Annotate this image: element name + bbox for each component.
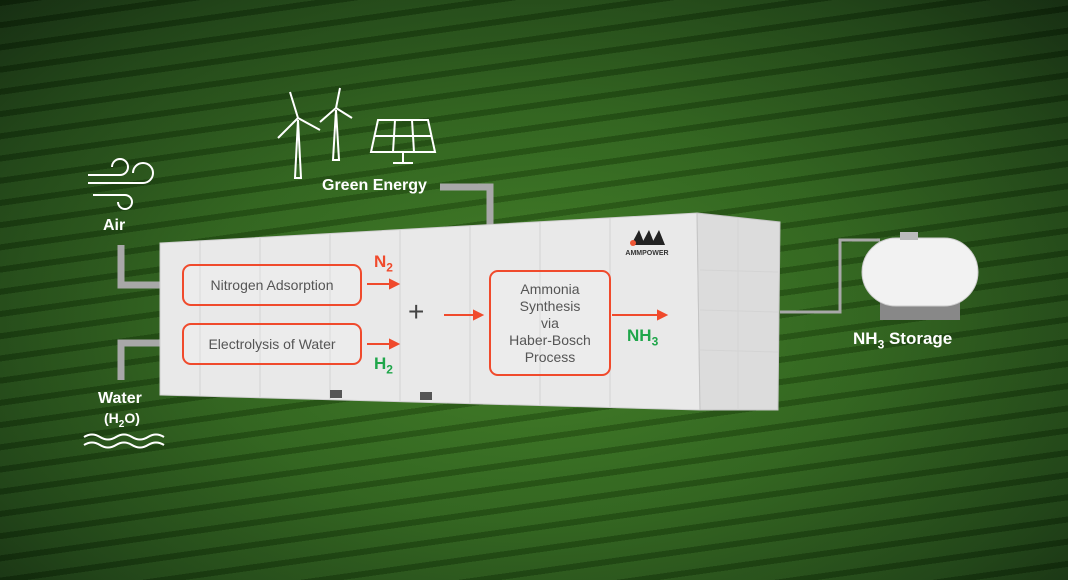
synthesis-line: via [541, 314, 559, 331]
synthesis-line: Haber-Bosch [509, 331, 591, 348]
energy-pipe [440, 183, 494, 230]
container [159, 212, 781, 411]
ammpower-logo: AMMPOWER [625, 230, 669, 257]
process-arrows [367, 278, 669, 350]
green-energy-label: Green Energy [322, 177, 427, 194]
wind-icon [88, 158, 154, 210]
ammonia-synthesis-box: Ammonia Synthesis via Haber-Bosch Proces… [489, 270, 611, 376]
water-waves-icon [83, 433, 165, 449]
water-formula: (H2O) [104, 410, 140, 430]
air-pipe [117, 245, 165, 289]
synthesis-line: Process [524, 348, 576, 365]
nh3-tank-icon [861, 232, 979, 320]
nitrogen-adsorption-box: Nitrogen Adsorption [182, 264, 362, 306]
solar-panel-icon [369, 119, 437, 164]
svg-text:AMMPOWER: AMMPOWER [625, 250, 668, 257]
pipes [117, 183, 880, 380]
synthesis-line: Ammonia [520, 280, 580, 297]
nh3-label: NH3 [627, 326, 659, 349]
h2-label: H2 [374, 354, 393, 377]
storage-pipe [780, 238, 880, 314]
nh3-storage-label: NH3 Storage [853, 329, 953, 352]
water-pipe [117, 339, 165, 380]
water-label: Water [98, 390, 142, 407]
air-label: Air [103, 217, 126, 234]
wind-turbine-icon [277, 87, 353, 179]
plus-sign: + [408, 296, 425, 327]
electrolysis-box: Electrolysis of Water [182, 323, 362, 365]
synthesis-line: Synthesis [519, 297, 581, 314]
n2-label: N2 [374, 252, 393, 275]
